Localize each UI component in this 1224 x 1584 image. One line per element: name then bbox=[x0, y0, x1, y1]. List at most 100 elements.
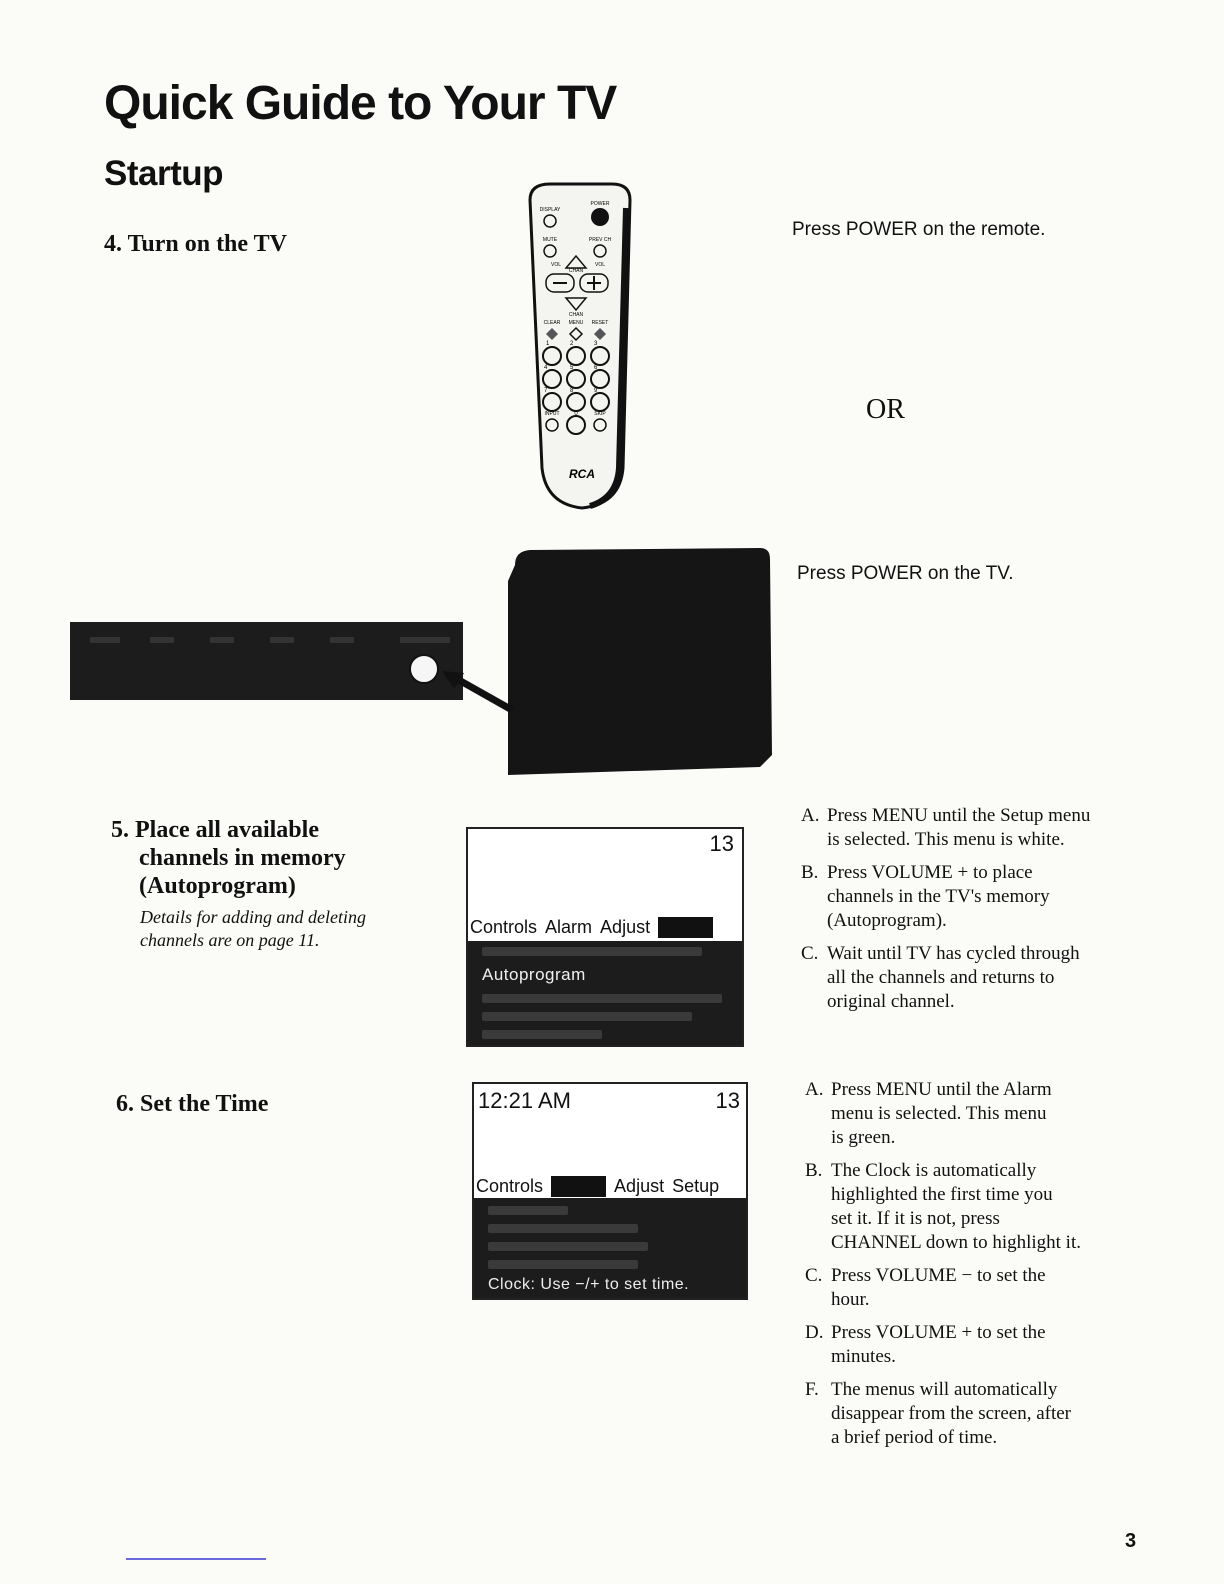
input-button[interactable] bbox=[545, 418, 559, 432]
item-line: minutes. bbox=[831, 1346, 896, 1367]
item-line: set it. If it is not, press bbox=[831, 1208, 1000, 1229]
item-line: all the channels and returns to bbox=[827, 967, 1055, 988]
item-letter: B. bbox=[801, 862, 819, 883]
digit-button[interactable] bbox=[542, 392, 562, 412]
channel-number: 13 bbox=[709, 831, 734, 856]
remote-label-vol-right: VOL bbox=[595, 262, 605, 268]
item-letter: A. bbox=[801, 805, 820, 826]
remote-label-mute: MUTE bbox=[543, 237, 558, 243]
tab-setup[interactable]: Setup bbox=[672, 1176, 720, 1196]
menu-tabs: Controls Alarm Adjust Setup bbox=[470, 917, 714, 938]
item-line: Press VOLUME − to set the bbox=[831, 1265, 1046, 1286]
item-letter: C. bbox=[805, 1265, 823, 1286]
clock-hint: Clock: Use −/+ to set time. bbox=[488, 1276, 690, 1293]
remote-label-display: DISPLAY bbox=[540, 207, 561, 213]
channel-down-button[interactable] bbox=[564, 297, 588, 312]
digit-button[interactable] bbox=[590, 369, 610, 389]
remote-label-reset: RESET bbox=[592, 320, 609, 326]
step4-title: 4. Turn on the TV bbox=[104, 231, 287, 257]
step5-title-line: (Autoprogram) bbox=[139, 873, 296, 899]
step5-note: Details for adding and deleting channels… bbox=[140, 906, 366, 952]
digit-button[interactable] bbox=[542, 346, 562, 366]
item-line: is green. bbox=[831, 1127, 896, 1148]
clock-time: 12:21 AM bbox=[478, 1088, 571, 1113]
volume-down-button[interactable] bbox=[545, 273, 575, 293]
digit-label: 6 bbox=[594, 365, 598, 371]
digit-label: 4 bbox=[544, 365, 548, 371]
remote-label-chan-down: CHAN bbox=[569, 312, 584, 318]
item-line: Press MENU until the Setup menu bbox=[827, 805, 1091, 826]
digit-button[interactable] bbox=[590, 392, 610, 412]
step4-tv-instruction: Press POWER on the TV. bbox=[797, 563, 1014, 584]
set-time-screen: 12:21 AM 13 Controls Alarm Adjust Setup … bbox=[472, 1082, 748, 1300]
digit-label: 8 bbox=[570, 388, 574, 394]
tab-setup[interactable]: Setup bbox=[658, 917, 714, 938]
item-letter: A. bbox=[805, 1079, 824, 1100]
section-title: Startup bbox=[104, 154, 224, 193]
tab-adjust[interactable]: Adjust bbox=[600, 917, 651, 937]
item-line: disappear from the screen, after bbox=[831, 1403, 1072, 1424]
item-line: menu is selected. This menu bbox=[831, 1103, 1047, 1124]
step5-title-line: channels in memory bbox=[139, 845, 346, 871]
autoprogram-menu-item[interactable]: Autoprogram bbox=[482, 965, 586, 984]
display-button[interactable] bbox=[543, 214, 557, 228]
volume-up-button[interactable] bbox=[579, 273, 609, 293]
tab-controls[interactable]: Controls bbox=[476, 1176, 544, 1196]
tv-illustration bbox=[70, 545, 775, 777]
channel-number: 13 bbox=[715, 1088, 740, 1113]
remote-label-skip: SKIP bbox=[594, 411, 606, 417]
item-line: a brief period of time. bbox=[831, 1427, 998, 1448]
digit-label: 3 bbox=[594, 341, 598, 347]
tab-alarm[interactable]: Alarm bbox=[551, 1176, 607, 1197]
item-line: hour. bbox=[831, 1289, 870, 1310]
clear-button[interactable] bbox=[546, 328, 558, 340]
tab-alarm[interactable]: Alarm bbox=[545, 917, 593, 937]
item-line: The Clock is automatically bbox=[831, 1160, 1037, 1181]
tab-controls[interactable]: Controls bbox=[470, 917, 538, 937]
remote-label-chan: CHAN bbox=[569, 268, 584, 274]
item-letter: C. bbox=[801, 943, 819, 964]
tv-front-panel bbox=[70, 622, 463, 700]
remote-label-menu: MENU bbox=[569, 320, 584, 326]
autoprogram-screen: 13 Controls Alarm Adjust Setup Autoprogr… bbox=[466, 827, 744, 1047]
item-line: (Autoprogram). bbox=[827, 910, 947, 931]
channel-up-button[interactable] bbox=[564, 254, 588, 269]
digit-label: 5 bbox=[570, 365, 574, 371]
menu-button[interactable] bbox=[568, 326, 584, 342]
digit-button[interactable] bbox=[590, 346, 610, 366]
step5-title: 5. Place all available channels in memor… bbox=[111, 816, 346, 900]
digit-button[interactable] bbox=[566, 415, 586, 435]
remote-label-clear: CLEAR bbox=[544, 320, 561, 326]
tab-adjust[interactable]: Adjust bbox=[614, 1176, 665, 1196]
remote-label-input: INPUT bbox=[545, 411, 560, 417]
page-footer-rule bbox=[126, 1558, 266, 1560]
prev-ch-button[interactable] bbox=[593, 244, 607, 258]
item-line: Press VOLUME + to set the bbox=[831, 1322, 1046, 1343]
alarm-menu-box: Clock: Use −/+ to set time. bbox=[474, 1198, 746, 1298]
tv-power-button[interactable] bbox=[409, 654, 439, 684]
item-letter: F. bbox=[805, 1379, 819, 1400]
mute-button[interactable] bbox=[543, 244, 557, 258]
digit-label: 1 bbox=[546, 341, 550, 347]
number-keypad: 1 2 3 4 5 6 7 8 9 INPUT 0 SKIP bbox=[542, 341, 610, 435]
reset-button[interactable] bbox=[594, 328, 606, 340]
digit-button[interactable] bbox=[566, 392, 586, 412]
skip-button[interactable] bbox=[593, 418, 607, 432]
item-line: Press VOLUME + to place bbox=[827, 862, 1033, 883]
digit-button[interactable] bbox=[566, 346, 586, 366]
digit-button[interactable] bbox=[566, 369, 586, 389]
or-divider: OR bbox=[866, 394, 905, 425]
digit-label: 7 bbox=[544, 388, 548, 394]
list-item: C. Press VOLUME − to set the hour. bbox=[805, 1264, 1135, 1312]
power-button[interactable] bbox=[591, 208, 609, 226]
digit-label: 0 bbox=[574, 411, 578, 417]
digit-button[interactable] bbox=[542, 369, 562, 389]
